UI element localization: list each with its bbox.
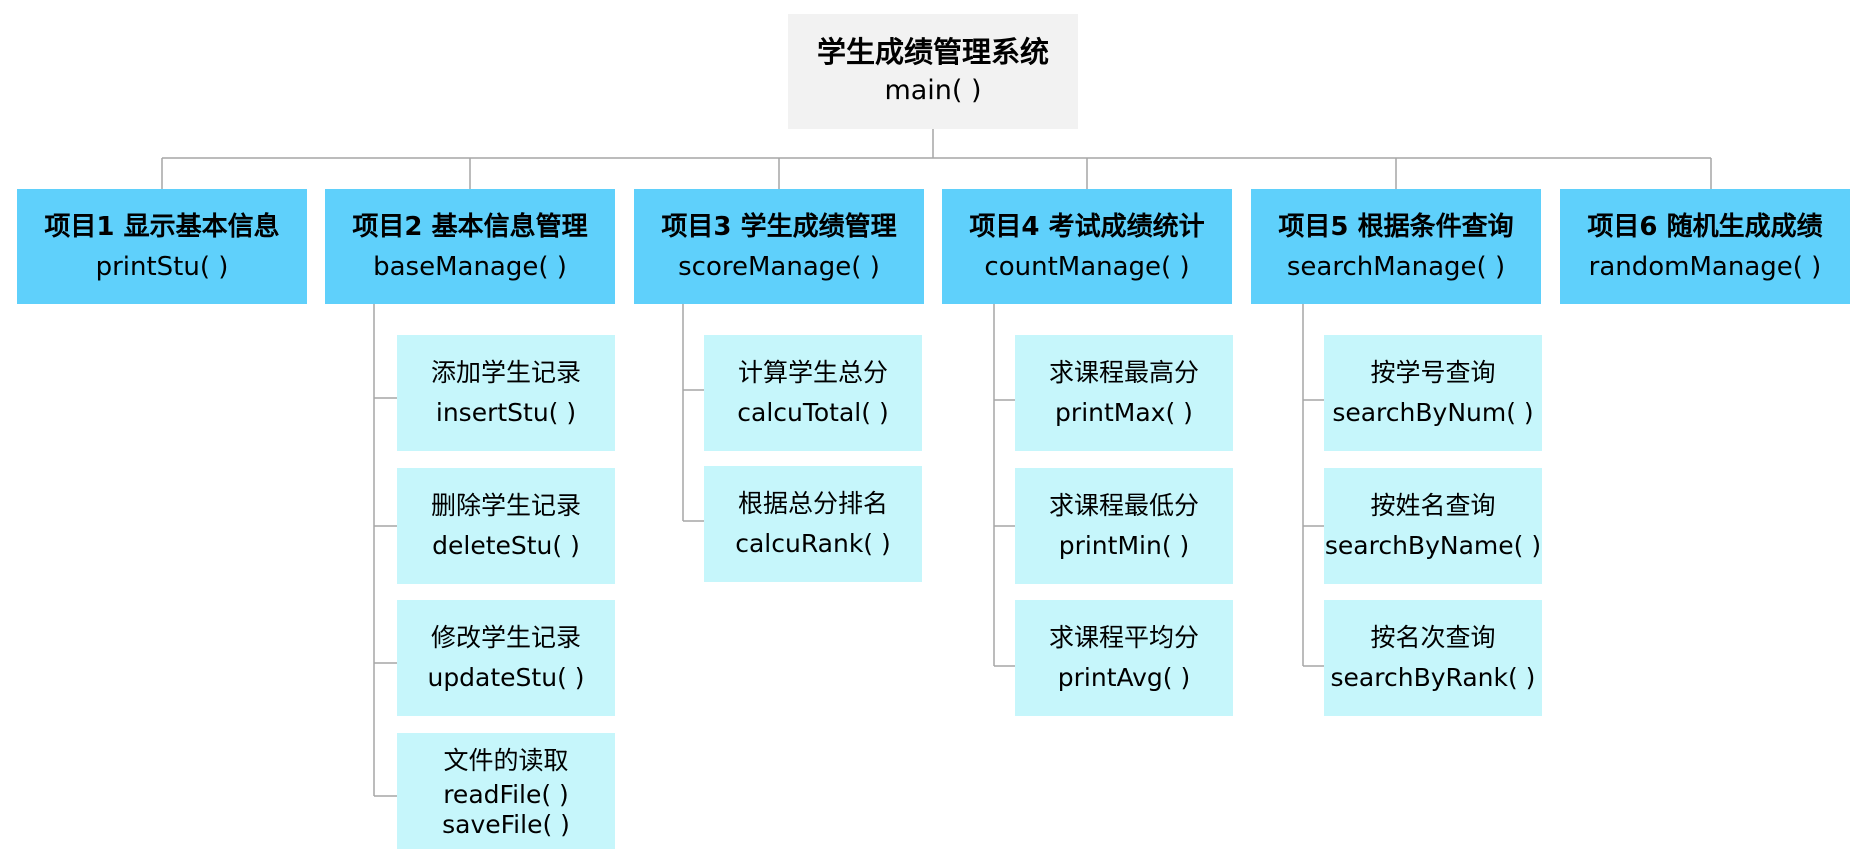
project-title: 项目3 学生成绩管理: [661, 211, 897, 242]
sub-title: 修改学生记录: [430, 623, 581, 652]
project-title: 项目6 随机生成成绩: [1587, 211, 1823, 242]
sub-func: calcuRank( ): [735, 529, 891, 558]
sub-node-print-avg: 求课程平均分 printAvg( ): [1015, 600, 1233, 716]
project-func: baseManage( ): [373, 251, 567, 282]
project-title: 项目1 显示基本信息: [44, 211, 280, 242]
project-func: printStu( ): [95, 251, 229, 282]
sub-title: 按学号查询: [1370, 358, 1496, 387]
sub-node-print-min: 求课程最低分 printMin( ): [1015, 468, 1233, 584]
sub-title: 文件的读取: [443, 746, 569, 775]
sub-func: searchByName( ): [1324, 531, 1542, 560]
sub-func: searchByRank( ): [1330, 663, 1536, 692]
sub-func: printAvg( ): [1057, 663, 1191, 692]
sub-func-2: saveFile( ): [442, 810, 570, 839]
sub-node-print-max: 求课程最高分 printMax( ): [1015, 335, 1233, 451]
sub-func: insertStu( ): [435, 398, 577, 427]
sub-node-search-by-name: 按姓名查询 searchByName( ): [1324, 468, 1542, 584]
sub-func: readFile( ): [443, 780, 569, 809]
sub-node-calcu-rank: 根据总分排名 calcuRank( ): [704, 466, 922, 582]
sub-title: 计算学生总分: [737, 358, 888, 387]
sub-node-delete-stu: 删除学生记录 deleteStu( ): [397, 468, 615, 584]
sub-node-search-by-num: 按学号查询 searchByNum( ): [1324, 335, 1542, 451]
sub-func: updateStu( ): [427, 663, 585, 692]
root-func: main( ): [884, 74, 982, 106]
sub-func: deleteStu( ): [432, 531, 580, 560]
sub-title: 求课程最高分: [1048, 358, 1199, 387]
project-title: 项目2 基本信息管理: [352, 211, 588, 242]
project-func: scoreManage( ): [678, 251, 880, 282]
sub-title: 按名次查询: [1370, 623, 1496, 652]
sub-func: printMin( ): [1058, 531, 1190, 560]
sub-node-calcu-total: 计算学生总分 calcuTotal( ): [704, 335, 922, 451]
project-title: 项目5 根据条件查询: [1278, 211, 1514, 242]
sub-title: 删除学生记录: [430, 491, 581, 520]
sub-node-search-by-rank: 按名次查询 searchByRank( ): [1324, 600, 1542, 716]
sub-title: 求课程平均分: [1048, 623, 1199, 652]
project-node-2: 项目2 基本信息管理 baseManage( ): [325, 189, 615, 304]
project-node-3: 项目3 学生成绩管理 scoreManage( ): [634, 189, 924, 304]
sub-node-insert-stu: 添加学生记录 insertStu( ): [397, 335, 615, 451]
sub-func: calcuTotal( ): [737, 398, 889, 427]
root-node: 学生成绩管理系统 main( ): [788, 14, 1078, 129]
project-node-5: 项目5 根据条件查询 searchManage( ): [1251, 189, 1541, 304]
project-node-6: 项目6 随机生成成绩 randomManage( ): [1560, 189, 1850, 304]
sub-node-update-stu: 修改学生记录 updateStu( ): [397, 600, 615, 716]
project-func: countManage( ): [984, 251, 1190, 282]
sub-title: 求课程最低分: [1048, 491, 1199, 520]
project-node-4: 项目4 考试成绩统计 countManage( ): [942, 189, 1232, 304]
sub-func: printMax( ): [1055, 398, 1193, 427]
project-title: 项目4 考试成绩统计: [969, 211, 1205, 242]
sub-title: 按姓名查询: [1370, 491, 1496, 520]
project-node-1: 项目1 显示基本信息 printStu( ): [17, 189, 307, 304]
root-title: 学生成绩管理系统: [816, 34, 1049, 69]
sub-node-file-io: 文件的读取 readFile( ) saveFile( ): [397, 733, 615, 849]
sub-title: 根据总分排名: [737, 489, 888, 518]
sub-func: searchByNum( ): [1332, 398, 1534, 427]
sub-title: 添加学生记录: [430, 358, 581, 387]
project-func: searchManage( ): [1286, 251, 1506, 282]
project-func: randomManage( ): [1588, 251, 1822, 282]
